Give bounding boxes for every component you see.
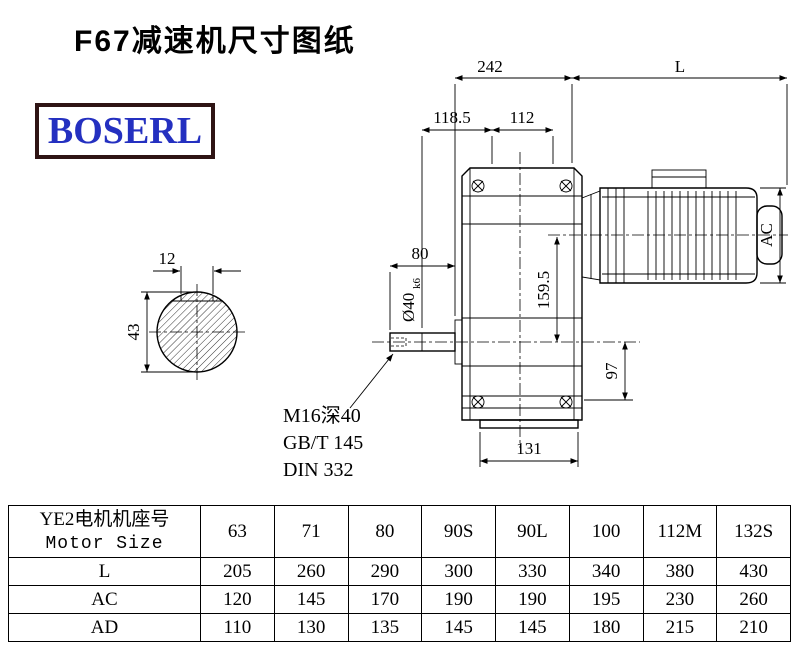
row-label-AD: AD	[8, 613, 201, 642]
gearbox-side-view	[372, 152, 640, 448]
shaft-section-view: 12 43	[124, 249, 245, 380]
row-label-L: L	[8, 557, 201, 586]
logo-text: BOSERL	[47, 110, 203, 152]
table-cell: 71	[273, 505, 349, 558]
table-row-AC: AC 120 145 170 190 190 195 230 260	[8, 585, 791, 614]
motor-size-header-cell: YE2电机机座号 Motor Size	[8, 505, 201, 558]
table-cell: 380	[642, 557, 718, 586]
thread-note: M16深40	[283, 404, 361, 427]
gb-standard-note: GB/T 145	[283, 432, 363, 454]
boserl-logo: BOSERL	[35, 103, 215, 159]
table-cell: 170	[347, 585, 423, 614]
table-cell: 145	[495, 613, 570, 642]
header-cn: YE2电机机座号	[39, 508, 170, 530]
shaft-diameter-label: Ø40	[399, 293, 418, 322]
dimension-lines: 242 L 118.5 112 80 Ø40 k6 159.5 97 AC 13…	[283, 57, 788, 481]
terminal-box	[651, 169, 707, 189]
table-cell: 260	[716, 585, 791, 614]
table-cell: 300	[421, 557, 496, 586]
dim-159-5-label: 159.5	[534, 271, 553, 309]
table-cell: 112M	[642, 505, 718, 558]
table-cell: 135	[347, 613, 423, 642]
motor-view	[548, 169, 788, 284]
table-cell: 205	[200, 557, 275, 586]
dim-80-label: 80	[412, 244, 429, 263]
shaft-tolerance-label: k6	[411, 278, 423, 290]
table-cell: 430	[716, 557, 791, 586]
table-cell: 132S	[716, 505, 791, 558]
technical-drawing: 12 43	[124, 57, 788, 481]
table-cell: 260	[273, 557, 349, 586]
table-cell: 120	[200, 585, 275, 614]
table-cell: 145	[273, 585, 349, 614]
dim-AC-label: AC	[757, 223, 776, 247]
dim-118-5-label: 118.5	[433, 108, 471, 127]
dim-43-label: 43	[124, 324, 143, 341]
dim-L-label: L	[675, 57, 685, 76]
bolt-hole-icon	[471, 179, 573, 409]
table-cell: 130	[273, 613, 349, 642]
row-label-AC: AC	[8, 585, 201, 614]
motor-size-table: YE2电机机座号 Motor Size 63 71 80 90S 90L 100…	[8, 505, 791, 642]
table-row-L: L 205 260 290 300 330 340 380 430	[8, 557, 791, 586]
cooling-fins	[647, 191, 737, 280]
table-cell: 190	[421, 585, 496, 614]
table-cell: 80	[347, 505, 423, 558]
dim-242-label: 242	[477, 57, 503, 76]
table-cell: 90S	[421, 505, 496, 558]
table-cell: 110	[200, 613, 275, 642]
din-standard-note: DIN 332	[283, 459, 354, 481]
table-cell: 63	[200, 505, 275, 558]
table-cell: 230	[642, 585, 718, 614]
table-cell: 190	[495, 585, 570, 614]
dim-112-label: 112	[510, 108, 535, 127]
table-cell: 195	[568, 585, 644, 614]
dim-131-label: 131	[516, 439, 542, 458]
table-cell: 215	[642, 613, 718, 642]
table-header-row: YE2电机机座号 Motor Size 63 71 80 90S 90L 100…	[8, 505, 791, 558]
table-row-AD: AD 110 130 135 145 145 180 215 210	[8, 613, 791, 642]
header-en: Motor Size	[45, 533, 164, 554]
table-cell: 340	[568, 557, 644, 586]
table-cell: 180	[568, 613, 644, 642]
dim-97-label: 97	[602, 362, 621, 380]
table-cell: 210	[716, 613, 791, 642]
table-cell: 290	[347, 557, 423, 586]
table-cell: 90L	[495, 505, 570, 558]
dim-12-label: 12	[159, 249, 176, 268]
table-cell: 145	[421, 613, 496, 642]
page-title: F67减速机尺寸图纸	[74, 25, 356, 58]
table-cell: 330	[495, 557, 570, 586]
table-cell: 100	[568, 505, 644, 558]
